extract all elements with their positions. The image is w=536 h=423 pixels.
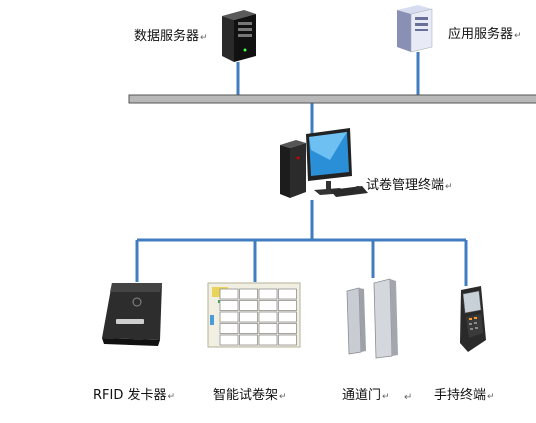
shelf-cell xyxy=(239,334,258,346)
shelf-cell xyxy=(239,311,258,323)
network-bus xyxy=(128,94,536,104)
rfid-writer-label: RFID 发卡器↵ xyxy=(93,388,176,403)
exam-terminal-label: 试卷管理终端↵ xyxy=(366,178,453,193)
return-mark: ↵ xyxy=(487,392,495,402)
return-mark: ↵ xyxy=(200,33,208,43)
handheld-icon xyxy=(460,286,486,352)
data-server-label: 数据服务器↵ xyxy=(134,29,208,44)
shelf-cell xyxy=(258,323,278,334)
handheld-label: 手持终端↵ xyxy=(434,388,495,403)
return-mark: ↵ xyxy=(279,392,287,402)
terminal-pc-icon xyxy=(280,128,368,198)
shelf-cell xyxy=(219,334,239,346)
shelf-cell xyxy=(219,300,239,311)
shelf-cell xyxy=(258,300,278,311)
shelf-cell xyxy=(258,334,278,346)
shelf-cell xyxy=(278,300,297,311)
shelf-cell xyxy=(239,300,258,311)
return-mark: ↵ xyxy=(514,31,522,41)
app-server-icon xyxy=(397,5,433,53)
return-mark: ↵ xyxy=(445,182,453,192)
smart-shelf-label: 智能试卷架↵ xyxy=(213,388,287,403)
stray-return-mark: ↵ xyxy=(404,392,413,403)
rfid-writer-icon xyxy=(102,283,162,346)
gate-label: 通道门↵ xyxy=(342,388,390,403)
shelf-cell xyxy=(278,334,297,346)
gate-icon xyxy=(346,278,398,359)
shelf-cell xyxy=(258,288,278,300)
connectors xyxy=(135,52,468,286)
shelf-cell xyxy=(219,288,239,300)
shelf-cell xyxy=(219,311,239,323)
data-server-icon xyxy=(222,10,256,62)
shelf-cell xyxy=(278,288,297,300)
app-server-label: 应用服务器↵ xyxy=(448,27,522,42)
return-mark: ↵ xyxy=(382,392,390,402)
shelf-cell xyxy=(278,323,297,334)
shelf-cell xyxy=(278,311,297,323)
shelf-cell xyxy=(258,311,278,323)
shelf-cell xyxy=(219,323,239,334)
shelf-cell xyxy=(239,323,258,334)
shelf-cell xyxy=(239,288,258,300)
return-mark: ↵ xyxy=(167,392,176,402)
smart-shelf-icon xyxy=(207,282,301,348)
